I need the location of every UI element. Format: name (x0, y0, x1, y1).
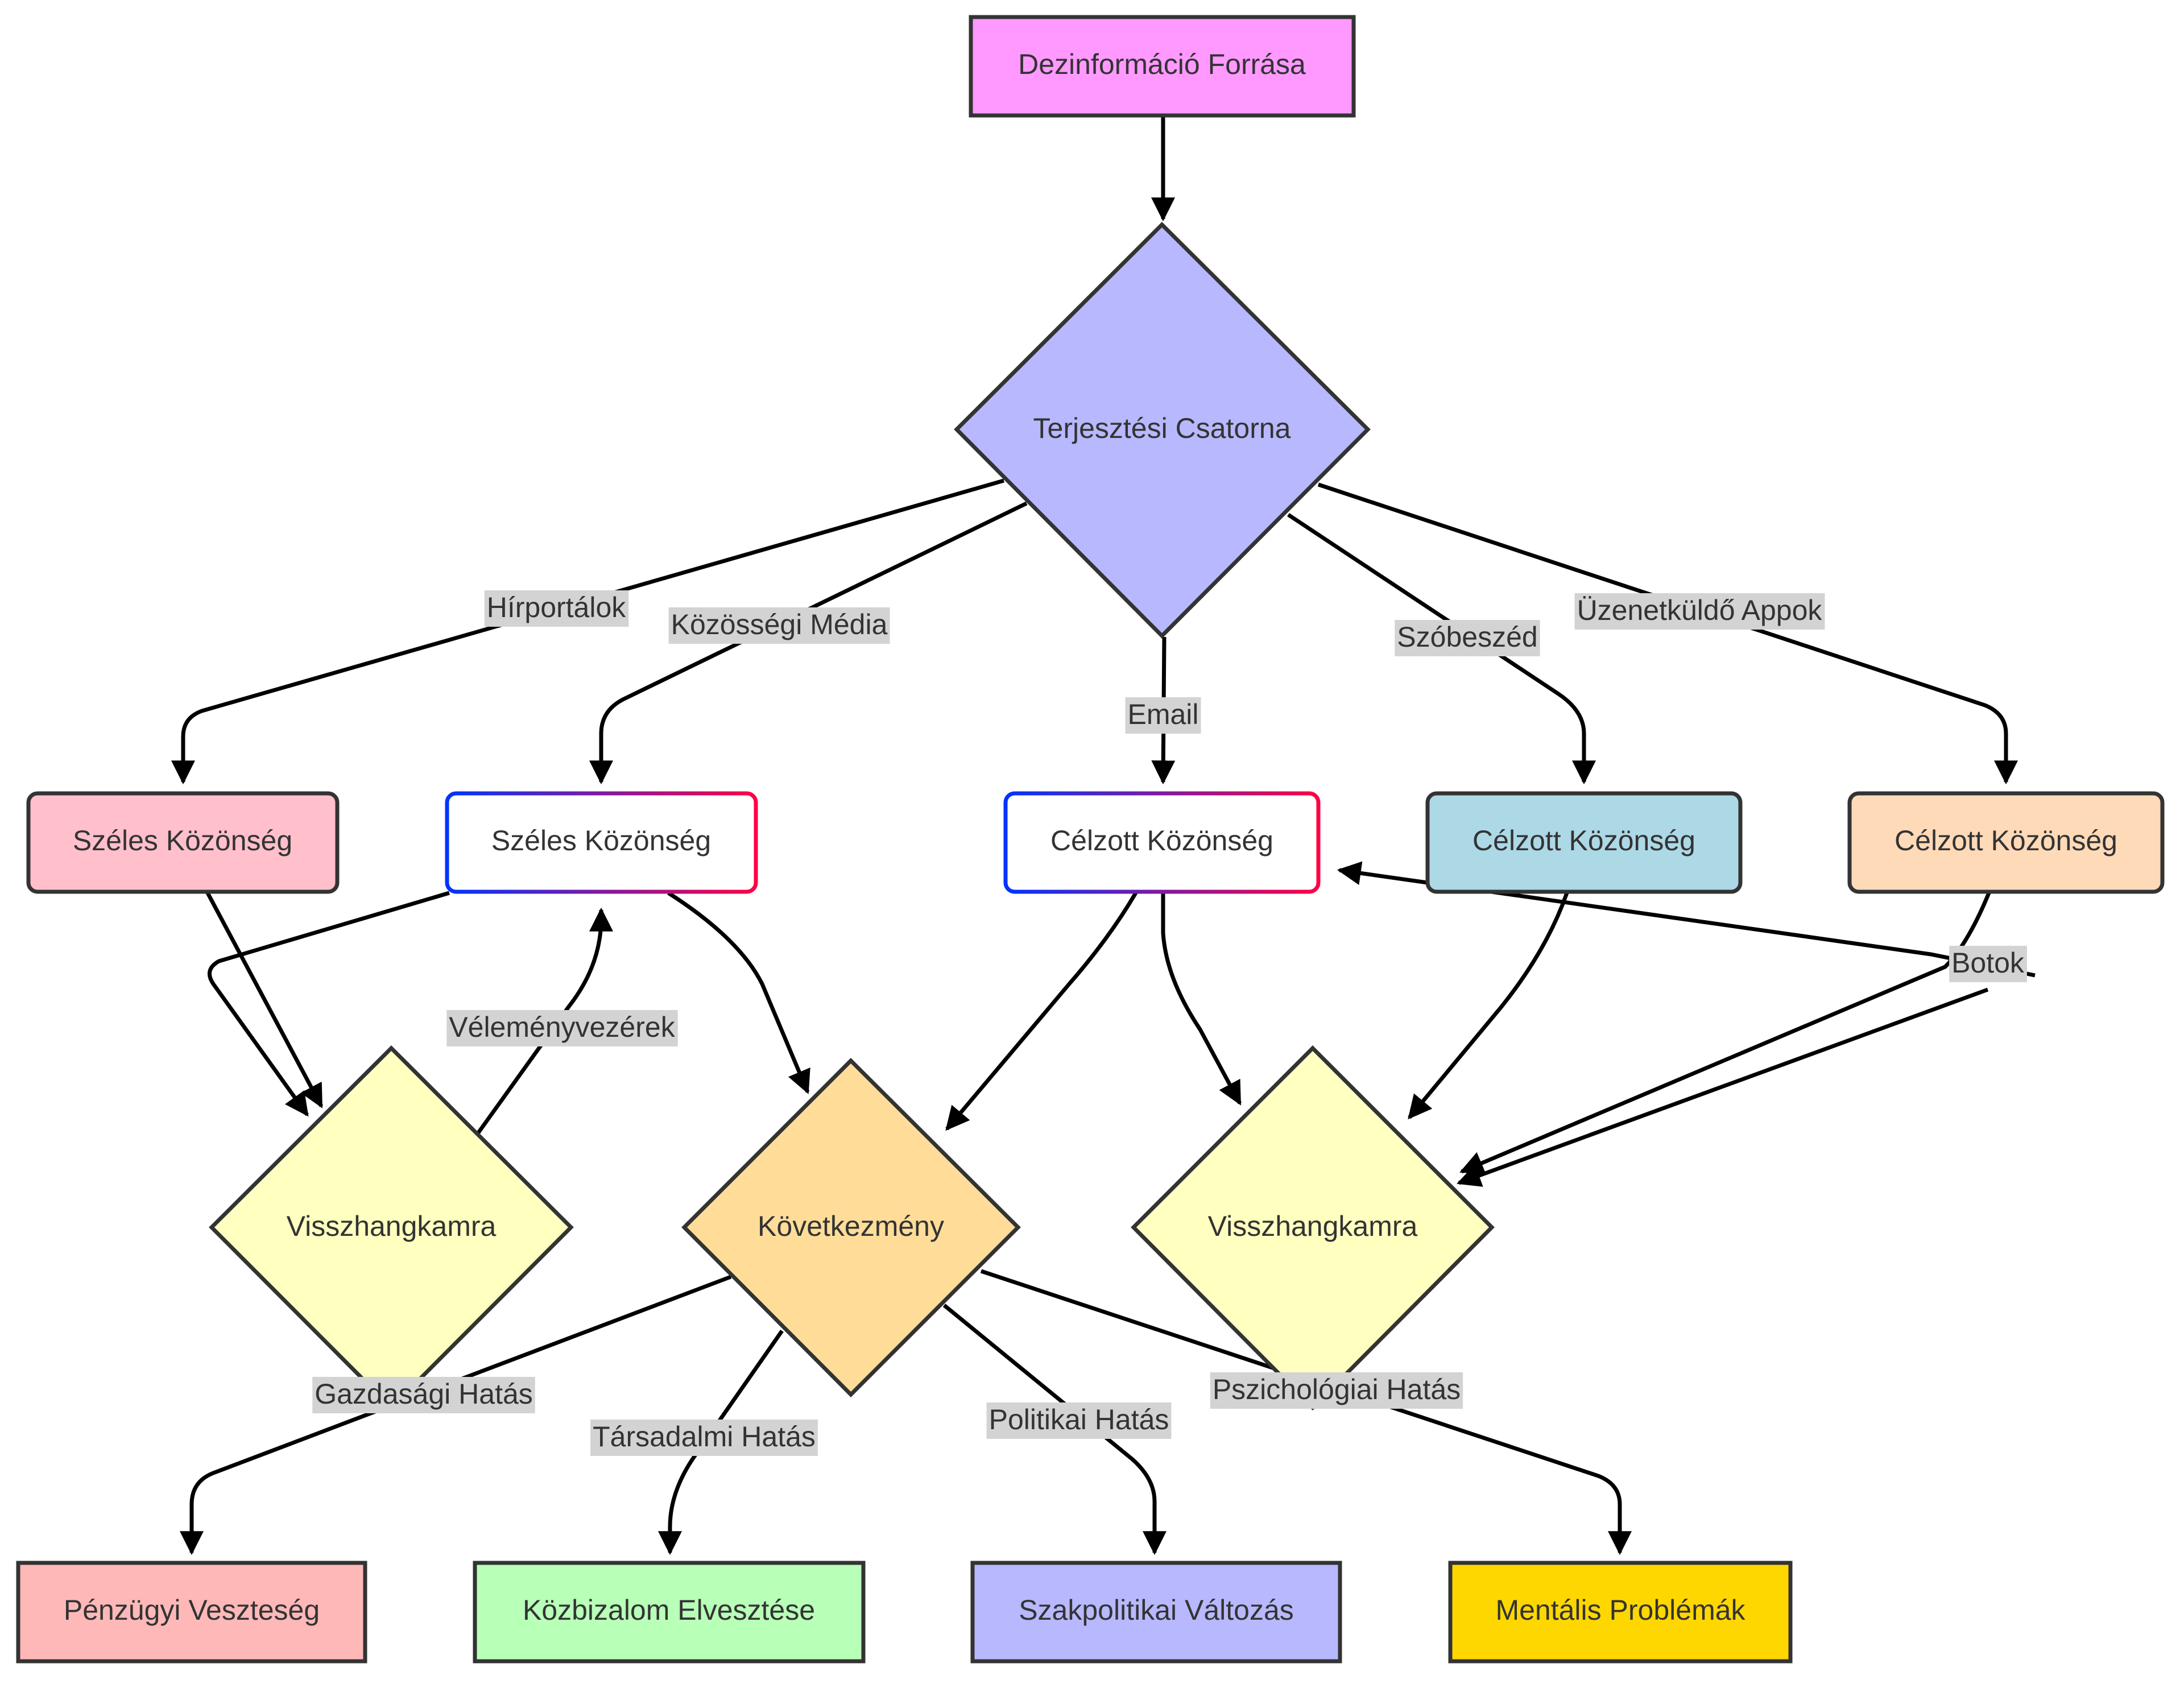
node-audience3-label: Célzott Közönség (1050, 825, 1273, 857)
edge-label-bots-text: Botok (1951, 947, 2025, 979)
node-audience1-box (26, 791, 340, 894)
node-policy-label: Szakpolitikai Változás (1019, 1594, 1294, 1626)
node-financial[interactable]: Pénzügyi Veszteség (16, 1561, 367, 1664)
node-echo1-label: Visszhangkamra (287, 1210, 497, 1242)
node-consequence[interactable]: Következmény (681, 1058, 1021, 1397)
edge-label-email-text: Email (1127, 698, 1198, 730)
edge-audience2-to-consequence (667, 891, 810, 1094)
node-audience1-label: Széles Közönség (73, 825, 292, 857)
node-echo2-label: Visszhangkamra (1208, 1210, 1418, 1242)
edge-label-apps-text: Üzenetküldő Appok (1577, 594, 1823, 626)
edge-labels: Hírportálok Közösségi Média Email Szóbes… (312, 590, 2027, 1456)
edges (171, 117, 2036, 1555)
node-financial-label: Pénzügyi Veszteség (64, 1594, 320, 1626)
edge-label-opinion: Véleményvezérek (446, 1010, 678, 1046)
edge-audience5-to-echo2 (1459, 892, 1991, 1174)
node-mental-box (1448, 1561, 1793, 1664)
node-mental[interactable]: Mentális Problémák (1448, 1561, 1793, 1664)
node-audience5-label: Célzott Közönség (1895, 825, 2117, 857)
edge-label-apps-bg (1574, 593, 1825, 630)
edge-consequence-to-policy (942, 1304, 1167, 1555)
edge-audience3-to-consequence (945, 892, 1138, 1131)
node-audience2-label: Széles Közönség (491, 825, 711, 857)
edge-audience1-to-echo1 (205, 892, 324, 1108)
edge-label-word: Szóbeszéd (1395, 620, 1540, 656)
edge-label-political: Politikai Hatás (986, 1402, 1172, 1439)
node-audience1[interactable]: Széles Közönség (26, 791, 340, 894)
node-consequence-diamond (681, 1058, 1021, 1397)
node-echo2[interactable]: Visszhangkamra (1131, 1045, 1495, 1410)
edge-label-bots-bg (1949, 946, 2027, 982)
node-trust-label: Közbizalom Elvesztése (523, 1594, 815, 1626)
edge-label-social-text: Közösségi Média (671, 609, 888, 640)
edge-audience3-to-echo2 (1161, 893, 1242, 1106)
node-audience5[interactable]: Célzott Közönség (1847, 791, 2165, 894)
edge-channel-to-audience4 (1287, 513, 1596, 785)
edge-label-societal-bg (590, 1420, 818, 1456)
edge-bots-to-echo2 (1457, 987, 1989, 1187)
node-trust[interactable]: Közbizalom Elvesztése (473, 1561, 866, 1664)
edge-consequence-to-financial (180, 1275, 732, 1555)
edge-label-psychological: Pszichológiai Hatás (1210, 1372, 1463, 1409)
node-policy-box (970, 1561, 1342, 1664)
edge-channel-to-audience5 (1317, 482, 2018, 785)
edge-label-news: Hírportálok (484, 590, 629, 627)
edge-label-societal-text: Társadalmi Hatás (593, 1421, 816, 1453)
node-audience5-box (1847, 791, 2165, 894)
node-channel[interactable]: Terjesztési Csatorna (954, 222, 1371, 639)
edge-label-economic-bg (312, 1377, 535, 1413)
edge-label-news-bg (484, 590, 629, 627)
edge-audience2-to-echo1 (207, 891, 450, 1117)
nodes: Dezinformáció Forrása Terjesztési Csator… (16, 15, 2165, 1664)
edge-label-word-text: Szóbeszéd (1397, 621, 1537, 653)
node-trust-box (473, 1561, 866, 1664)
edge-label-email-bg (1125, 697, 1201, 734)
edge-label-word-bg (1395, 620, 1540, 656)
edge-label-political-bg (986, 1402, 1172, 1439)
node-consequence-label: Következmény (758, 1210, 944, 1242)
node-channel-diamond (954, 222, 1371, 639)
edge-label-psychological-bg (1210, 1372, 1463, 1409)
edge-label-email: Email (1125, 697, 1201, 734)
node-channel-label: Terjesztési Csatorna (1033, 412, 1291, 444)
node-audience4-label: Célzott Közönség (1472, 825, 1695, 857)
edge-echo1-to-audience2 (473, 907, 613, 1139)
node-audience4[interactable]: Célzott Közönség (1425, 791, 1743, 894)
node-audience3-box (1003, 791, 1321, 894)
node-source[interactable]: Dezinformáció Forrása (969, 15, 1356, 118)
node-audience2-box (445, 791, 758, 894)
edge-label-news-text: Hírportálok (487, 591, 627, 623)
edge-label-social-bg (668, 607, 890, 644)
edge-label-opinion-bg (446, 1010, 678, 1046)
edge-channel-to-audience2 (589, 501, 1028, 785)
edge-label-bots: Botok (1949, 946, 2027, 982)
edge-label-social: Közösségi Média (668, 607, 890, 644)
edge-label-economic: Gazdasági Hatás (312, 1377, 535, 1413)
node-echo1[interactable]: Visszhangkamra (209, 1045, 574, 1410)
node-audience2[interactable]: Széles Közönség (445, 791, 758, 894)
edge-label-apps: Üzenetküldő Appok (1574, 593, 1825, 630)
edge-consequence-to-mental (980, 1269, 1632, 1555)
edge-consequence-to-trust (658, 1329, 784, 1555)
node-policy[interactable]: Szakpolitikai Változás (970, 1561, 1342, 1664)
edge-label-opinion-text: Véleményvezérek (449, 1011, 675, 1043)
node-source-label: Dezinformáció Forrása (1018, 48, 1306, 80)
node-source-box (969, 15, 1356, 118)
edge-label-psychological-text: Pszichológiai Hatás (1213, 1373, 1461, 1405)
edge-label-political-text: Politikai Hatás (989, 1404, 1169, 1435)
edge-label-economic-text: Gazdasági Hatás (315, 1378, 533, 1410)
edge-audience4-to-echo2 (1408, 892, 1569, 1120)
node-audience3[interactable]: Célzott Közönség (1003, 791, 1321, 894)
node-audience4-box (1425, 791, 1743, 894)
edge-label-societal: Társadalmi Hatás (590, 1420, 818, 1456)
node-financial-box (16, 1561, 367, 1664)
node-mental-label: Mentális Problémák (1495, 1594, 1745, 1626)
edge-channel-to-audience1 (171, 478, 1004, 785)
